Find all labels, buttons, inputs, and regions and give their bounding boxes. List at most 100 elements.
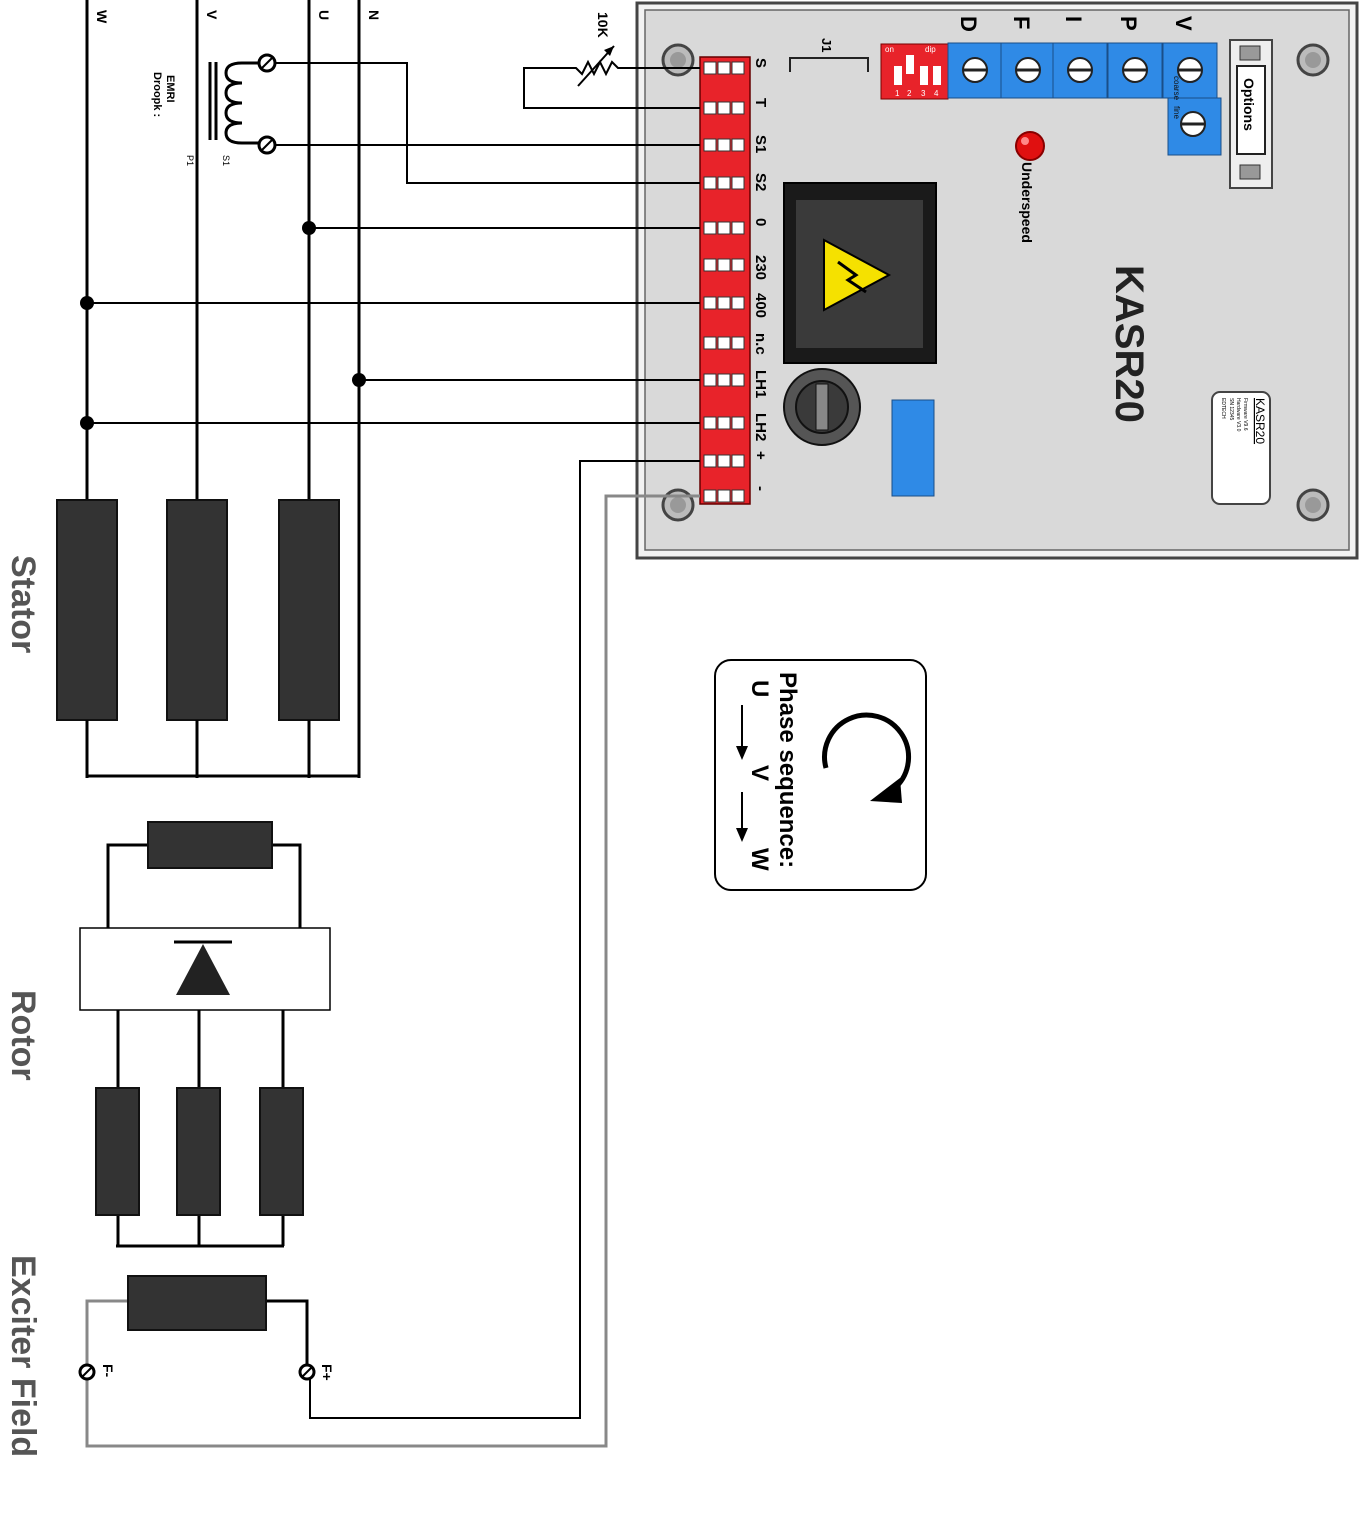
terminal-pin (703, 101, 745, 115)
terminal-label: LH2 (752, 413, 769, 441)
pot-label: I (1061, 16, 1086, 22)
pot-v-fine[interactable] (1167, 97, 1222, 156)
pot-label: V (1171, 16, 1196, 31)
terminal-label: + (752, 451, 769, 460)
terminal-pin (703, 454, 745, 468)
fuse-holder (783, 368, 861, 446)
mounting-screw-icon (1296, 488, 1330, 522)
terminal-label: 400 (752, 293, 769, 318)
phase-label-v: V (204, 10, 220, 20)
nameplate-line-3: SN 12345 (1228, 398, 1234, 420)
jumper-label: J1 (819, 38, 834, 52)
ct-terminal-label-p1: P1 (185, 155, 195, 166)
dip-switch[interactable]: on dip 1 2 3 4 (880, 43, 949, 100)
diode-icon (174, 940, 232, 995)
terminal-pin (703, 489, 745, 503)
terminal-pin (703, 416, 745, 430)
dip-number-2: 2 (907, 89, 912, 98)
terminal-pin (703, 61, 745, 75)
high-voltage-warning-icon (823, 238, 892, 312)
mounting-screw-icon (661, 43, 695, 77)
control-wires (87, 62, 700, 1419)
dip-label: dip (925, 45, 936, 54)
dip-number-4: 4 (934, 89, 939, 98)
stator-label: Stator (4, 555, 42, 653)
terminal-pin (703, 221, 745, 235)
underspeed-led (1015, 131, 1045, 161)
rotor (79, 821, 331, 1248)
adjust-pot[interactable]: I (1052, 16, 1108, 99)
options-label: Options (1241, 78, 1257, 131)
exciter-field (78, 1275, 316, 1381)
phase-sequence-w: W (746, 848, 773, 871)
terminal-pin (703, 296, 745, 310)
nameplate-line-1: Firmware V9.6 (1242, 398, 1248, 431)
adjust-pot[interactable]: D (947, 16, 1003, 99)
droop-label-2: Droopk : (151, 72, 163, 117)
pot-label: P (1116, 16, 1141, 31)
sequence-arrow-icon (736, 705, 748, 760)
phase-sequence-u: U (746, 680, 773, 697)
sequence-arrow-icon (736, 792, 748, 842)
terminal-label: n.c (752, 333, 769, 355)
adjust-pot[interactable]: P (1107, 16, 1163, 99)
exciter-terminal-icon (78, 1363, 96, 1381)
dip-number-3: 3 (921, 89, 926, 98)
phase-sequence-box: Phase sequence: U V W (714, 659, 927, 891)
terminal-block (699, 56, 751, 505)
terminal-label: S1 (752, 135, 769, 153)
mounting-screw-icon (1296, 43, 1330, 77)
terminal-pin (703, 258, 745, 272)
terminal-label: 0 (752, 218, 769, 226)
blue-component (891, 399, 935, 497)
phase-label-n: N (366, 10, 382, 20)
terminal-pin (703, 336, 745, 350)
terminal-pin (703, 176, 745, 190)
options-connector[interactable]: Options (1229, 39, 1273, 189)
dip-number-1: 1 (895, 89, 900, 98)
rotation-arrow-icon (822, 712, 912, 803)
exciter-label: Exciter Field (4, 1255, 42, 1457)
exciter-terminal-plus: F+ (319, 1364, 335, 1381)
nameplate-line-2: Hardware V3.0 (1235, 398, 1241, 432)
pot-v-fine-label: fine (1172, 106, 1181, 119)
nameplate: KASR20 Firmware V9.6 Hardware V3.0 SN 12… (1211, 391, 1271, 505)
model-name: KASR20 (1107, 265, 1151, 423)
field-minus-wire (85, 494, 700, 1448)
underspeed-label: Underspeed (1019, 162, 1035, 243)
phase-label-u: U (316, 10, 332, 20)
terminal-pin (703, 138, 745, 152)
terminal-label: - (752, 486, 769, 491)
droop-transformer (208, 53, 277, 155)
droop-label-1: EMRI (164, 75, 176, 103)
phase-sequence-title: Phase sequence: (774, 672, 801, 868)
rotor-label: Rotor (4, 990, 42, 1081)
ct-terminal-icon (257, 53, 277, 73)
ct-terminal-label-s1: S1 (221, 155, 231, 166)
terminal-label: S2 (752, 173, 769, 191)
pot-label: D (956, 16, 981, 32)
potentiometer-10k (523, 45, 700, 109)
ct-terminal-icon (257, 135, 277, 155)
phase-label-w: W (94, 10, 110, 24)
terminal-label: S (752, 58, 769, 68)
terminal-pin (703, 373, 745, 387)
terminal-label: LH1 (752, 370, 769, 398)
junction-dots (80, 221, 366, 430)
nameplate-title: KASR20 (1253, 398, 1267, 444)
phase-sequence-v: V (746, 765, 773, 781)
nameplate-line-4: EDTECH (1220, 398, 1226, 419)
adjust-pot[interactable]: V (1162, 16, 1218, 99)
exciter-terminal-minus: F- (100, 1364, 116, 1378)
terminal-label: T (752, 98, 769, 107)
exciter-terminal-icon (298, 1363, 316, 1381)
potentiometer-label: 10K (595, 12, 611, 38)
terminal-label: 230 (752, 255, 769, 280)
pot-label: F (1009, 16, 1034, 29)
adjust-pot[interactable]: F (1000, 16, 1056, 99)
jumper-bracket (789, 57, 869, 72)
